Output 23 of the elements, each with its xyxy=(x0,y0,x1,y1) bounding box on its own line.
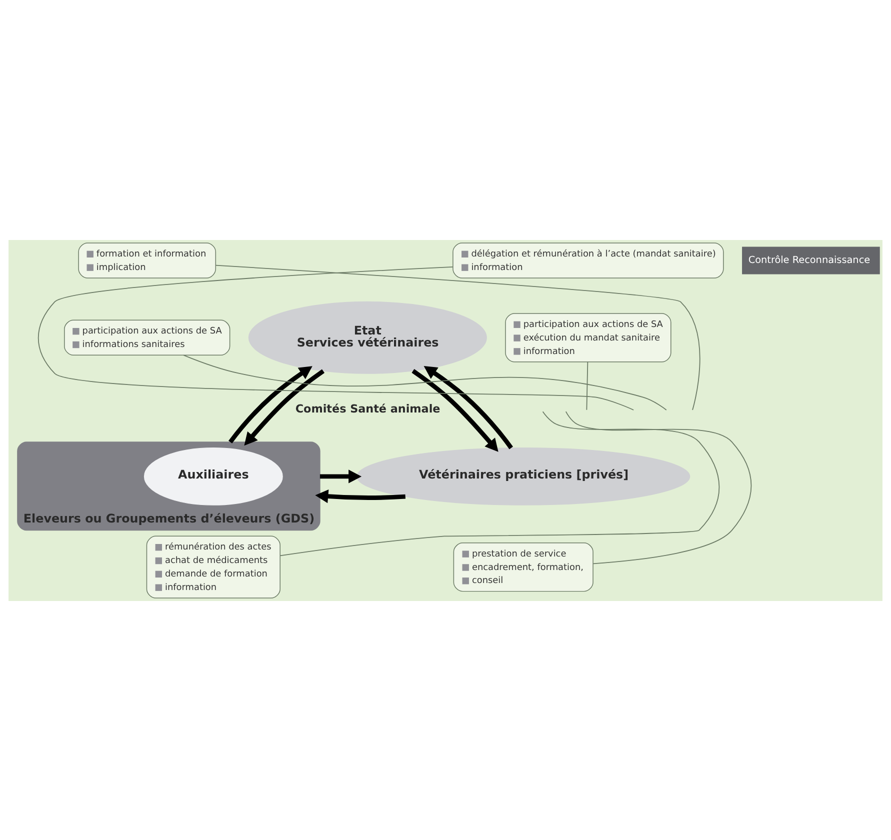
arrow xyxy=(412,368,498,452)
connector xyxy=(586,361,588,410)
node-box: formation et information implication xyxy=(78,242,216,278)
node-box: participation aux actions de SA informations sanitaires xyxy=(64,319,230,356)
arrow xyxy=(424,366,513,449)
connector xyxy=(38,266,634,410)
arrow xyxy=(315,489,406,503)
connector xyxy=(565,410,752,564)
connector xyxy=(183,354,667,410)
connector xyxy=(215,264,700,410)
label: Contrôle Reconnaissance xyxy=(748,254,870,266)
node-box: rémunération des actes achat de médicaments demande de formation information xyxy=(146,535,280,598)
arrow xyxy=(228,366,312,443)
node-ellipse: Auxiliaires xyxy=(144,446,283,505)
node-box: délégation et rémunération à l’acte (mandat sanitaire) information xyxy=(452,242,724,278)
arrow xyxy=(244,368,325,446)
node-ellipse: Etat Services vétérinaires xyxy=(248,300,487,374)
arrow xyxy=(320,469,362,483)
node-box: prestation de service encadrement, formation, conseil xyxy=(453,542,594,592)
label: Comités Santé animale xyxy=(295,402,440,416)
node-ellipse: Vétérinaires praticiens [privés] xyxy=(356,446,690,505)
connector xyxy=(280,410,720,556)
node-box: participation aux actions de SA exécution du mandat sanitaire information xyxy=(505,312,672,362)
